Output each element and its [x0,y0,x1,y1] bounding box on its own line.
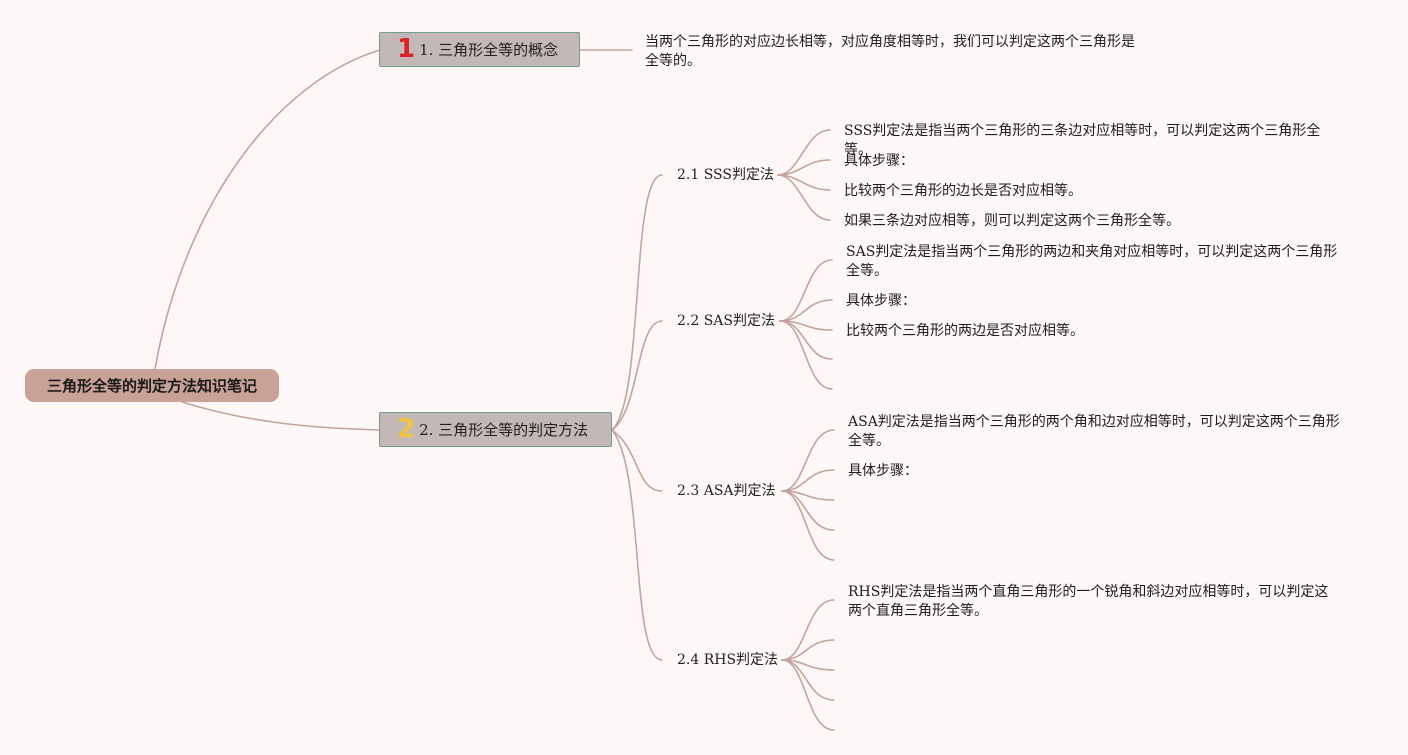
subtopic-asa[interactable]: 2.3 ASA判定法 [677,483,776,499]
sss-leaf-steps[interactable]: 具体步骤： [844,153,914,169]
subtopic-sas[interactable]: 2.2 SAS判定法 [677,313,776,329]
main-topic-concept[interactable]: 1 1. 三角形全等的概念 [379,32,580,67]
asa-leaf-definition[interactable]: ASA判定法是指当两个三角形的两个角和边对应相等时，可以判定这两个三角形全等。 [848,414,1340,449]
connector-topic-2-sub-2 [611,320,663,431]
priority-2-icon: 2 [397,413,416,444]
rhs-leaf-definition[interactable]: RHS判定法是指当两个直角三角形的一个锐角和斜边对应相等时，可以判定这两个直角三… [848,584,1329,619]
connector-topic-2-sub-3 [611,429,663,492]
sas-leaf-definition[interactable]: SAS判定法是指当两个三角形的两边和夹角对应相等时，可以判定这两个三角形全等。 [846,244,1338,279]
sss-leaf-definition[interactable]: SSS判定法是指当两个三角形的三条边对应相等时，可以判定这两个三角形全等。 [844,123,1321,158]
sss-leaf-compare[interactable]: 比较两个三角形的边长是否对应相等。 [844,183,1082,199]
connector-root-topic-2 [181,401,381,431]
main-topic-methods[interactable]: 2 2. 三角形全等的判定方法 [379,412,612,447]
subtopic-rhs[interactable]: 2.4 RHS判定法 [677,652,779,668]
subtopic-sss[interactable]: 2.1 SSS判定法 [677,167,774,183]
asa-leaf-steps[interactable]: 具体步骤： [848,463,918,479]
main-topic-label: 1. 三角形全等的概念 [419,41,559,59]
connector-root-topic-1 [154,49,381,370]
sas-leaf-steps[interactable]: 具体步骤： [846,293,916,309]
connector-topic-2-sub-1 [611,174,663,431]
sss-leaf-conclusion[interactable]: 如果三条边对应相等，则可以判定这两个三角形全等。 [844,213,1180,229]
concept-note[interactable]: 当两个三角形的对应边长相等，对应角度相等时，我们可以判定这两个三角形是全等的。 [645,34,1135,69]
sas-leaf-compare[interactable]: 比较两个三角形的两边是否对应相等。 [846,323,1084,339]
connector-topic-2-sub-4 [611,429,663,661]
priority-1-icon: 1 [397,33,416,64]
root-topic[interactable]: 三角形全等的判定方法知识笔记 [25,369,279,402]
main-topic-label: 2. 三角形全等的判定方法 [419,421,589,439]
